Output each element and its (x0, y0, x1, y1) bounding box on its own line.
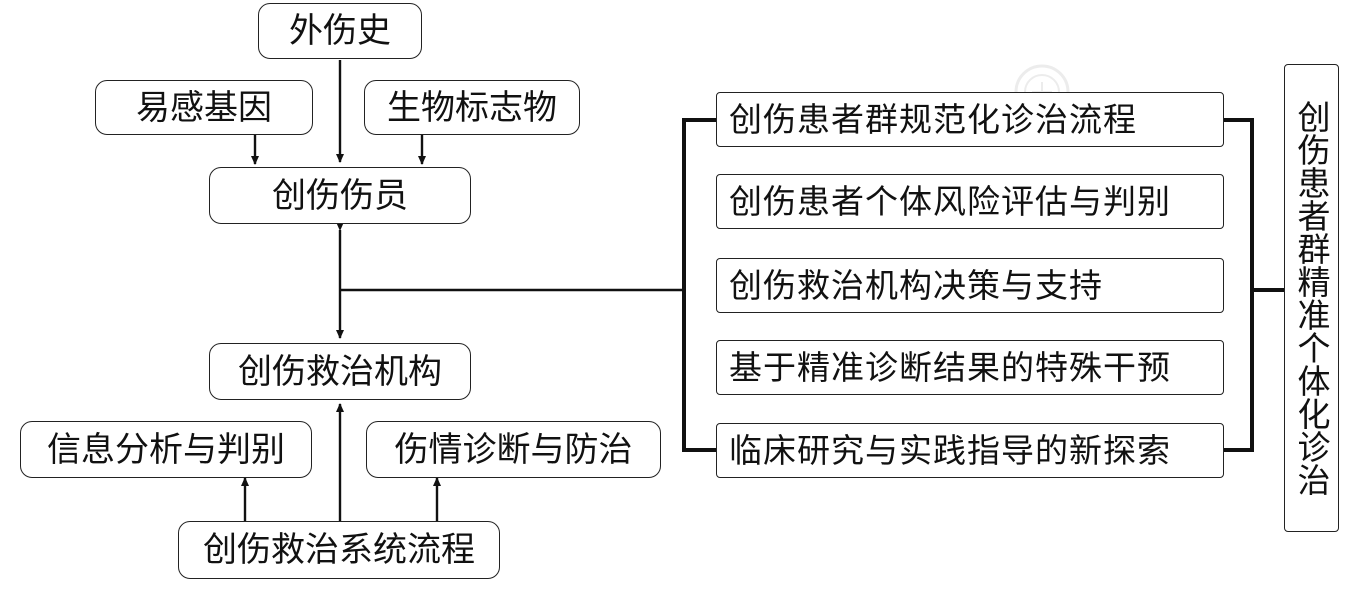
middle-left-bracket (682, 118, 716, 452)
middle-right-bracket (1224, 118, 1254, 452)
genes-box: 易感基因 (95, 80, 313, 135)
middle-item: 创伤救治机构决策与支持 (716, 258, 1224, 313)
middle-item: 基于精准诊断结果的特殊干预 (716, 340, 1224, 395)
biomarkers-box: 生物标志物 (364, 80, 580, 135)
info-analysis-box: 信息分析与判别 (20, 421, 312, 478)
middle-item: 创伤患者群规范化诊治流程 (716, 92, 1224, 147)
patient-box: 创伤伤员 (209, 167, 471, 224)
right-title-box: 创伤患者群精准个体化诊治 (1284, 64, 1339, 532)
institution-box: 创伤救治机构 (209, 343, 471, 400)
history-box: 外伤史 (258, 3, 422, 59)
system-flow-box: 创伤救治系统流程 (178, 521, 500, 579)
middle-item: 创伤患者个体风险评估与判别 (716, 174, 1224, 229)
diagnosis-box: 伤情诊断与防治 (366, 421, 661, 478)
middle-item: 临床研究与实践指导的新探索 (716, 423, 1224, 478)
